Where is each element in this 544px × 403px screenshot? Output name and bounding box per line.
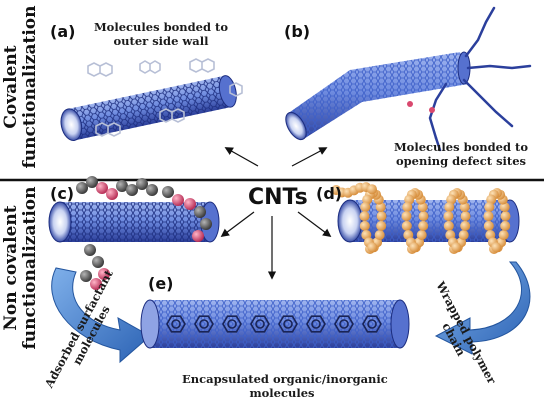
surfactant-molecules	[76, 176, 212, 290]
arrow-to-a	[224, 147, 259, 167]
polymer-bead	[376, 211, 387, 222]
encapsulated-molecule-core	[339, 319, 349, 329]
encapsulated-molecule-core	[283, 319, 293, 329]
polymer-bead	[374, 230, 385, 240]
encapsulated-molecule	[222, 315, 242, 333]
polymer-bead	[458, 230, 469, 240]
polymer-bead	[359, 220, 370, 231]
noncovalent-line2: functionalization	[20, 186, 40, 350]
polymer-bead	[484, 202, 495, 212]
encapsulated-molecule	[194, 315, 214, 333]
polymer-bead	[444, 202, 455, 212]
panel-c-letter: (c)	[50, 184, 75, 203]
encapsulated-molecule	[166, 315, 186, 333]
polymer-bead	[483, 211, 494, 222]
caption-e-line1: Encapsulated organic/inorganic	[182, 372, 388, 386]
polymer-bead	[500, 220, 511, 231]
caption-a: Molecules bonded to outer side wall	[86, 20, 236, 48]
curved-arrow-right	[434, 261, 531, 355]
encapsulated-molecule	[250, 315, 270, 333]
polymer-bead	[401, 220, 412, 231]
section-covalent-label: Covalent functionalization	[1, 2, 40, 172]
panel-a-letter: (a)	[50, 22, 76, 41]
tube-b	[285, 51, 471, 141]
tube-a	[60, 75, 237, 141]
encapsulated-molecule-core	[171, 319, 181, 329]
defect-atom	[429, 107, 435, 113]
polymer-bead	[418, 220, 429, 231]
panel-e-letter: (e)	[148, 274, 174, 293]
polymer-bead	[491, 242, 502, 253]
arrow-to-b	[291, 147, 328, 167]
caption-e-line2: molecules	[249, 386, 315, 400]
polymer-bead	[367, 184, 377, 195]
encapsulated-molecules	[166, 315, 382, 333]
encapsulated-molecule	[278, 315, 298, 333]
curved-arrow-left	[51, 267, 151, 364]
polymer-bead	[402, 202, 413, 212]
encapsulated-molecule	[334, 315, 354, 333]
polymer-bead	[451, 242, 462, 253]
caption-e: Encapsulated organic/inorganic molecules	[182, 372, 388, 400]
polymer-bead	[367, 242, 378, 253]
defect-atom	[407, 101, 413, 107]
cnts-label: CNTs	[248, 185, 308, 210]
encapsulated-molecule	[362, 315, 382, 333]
polymer-bead	[500, 211, 511, 222]
encapsulated-molecule	[306, 315, 326, 333]
arrows-from-center	[220, 147, 332, 280]
polymer-bead	[460, 220, 471, 231]
polymer-bead	[443, 211, 454, 222]
caption-a-line1: Molecules bonded to	[93, 20, 229, 34]
encapsulated-molecule-core	[255, 319, 265, 329]
polymer-bead	[359, 211, 370, 222]
polymer-bead	[498, 230, 509, 240]
noncovalent-line1: Non covalent	[1, 205, 21, 331]
polymer-bead	[409, 242, 420, 253]
encapsulated-molecule-core	[311, 319, 321, 329]
polymer-bead	[460, 211, 471, 222]
covalent-line2: functionalization	[20, 5, 40, 169]
caption-b-line2: opening defect sites	[395, 154, 527, 168]
arrow-to-d	[297, 211, 332, 238]
caption-b: Molecules bonded to opening defect sites	[386, 140, 536, 168]
tube-e	[140, 299, 410, 349]
section-noncovalent-label: Non covalent functionalization	[1, 178, 40, 358]
encapsulated-molecule-core	[367, 319, 377, 329]
panel-d-letter: (d)	[316, 184, 343, 203]
caption-b-line1: Molecules bonded to	[393, 140, 529, 154]
polymer-bead	[360, 202, 371, 212]
caption-a-line2: outer side wall	[113, 34, 209, 48]
polymer-bead	[443, 220, 454, 231]
covalent-line1: Covalent	[1, 45, 21, 129]
encapsulated-molecule-core	[227, 319, 237, 329]
polymer-bead	[376, 220, 387, 231]
side-wall-molecules	[87, 58, 243, 137]
polymer-bead	[483, 220, 494, 231]
panel-b-letter: (b)	[284, 22, 311, 41]
polymer-bead	[416, 230, 427, 240]
polymer-bead	[401, 211, 412, 222]
wrapped-polymer-chain	[331, 182, 511, 254]
polymer-bead	[418, 211, 429, 222]
arrow-to-c	[220, 211, 255, 238]
encapsulated-molecule-core	[199, 319, 209, 329]
